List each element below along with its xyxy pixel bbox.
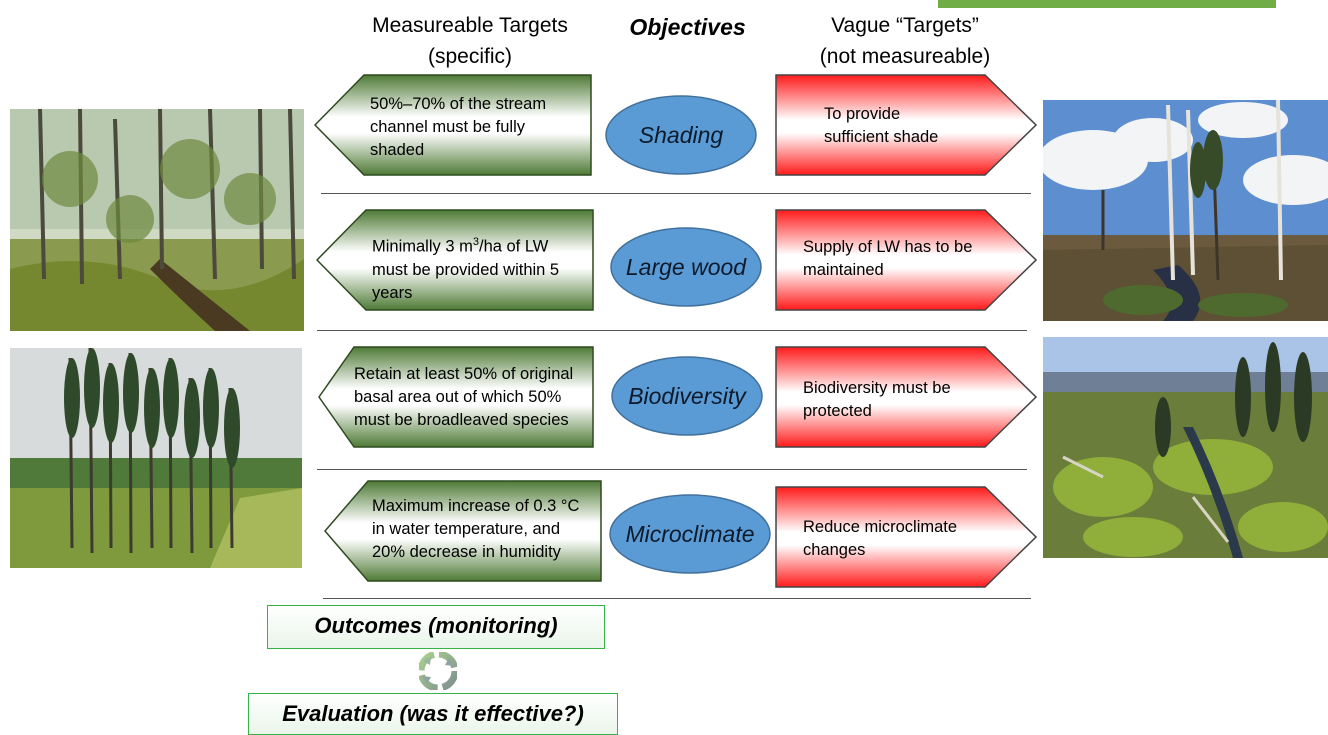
cycle-arrows-icon — [417, 650, 459, 692]
measurable-header-line2: (specific) — [427, 45, 512, 68]
shading-measurable-line2: channel must be fully — [370, 118, 526, 136]
objective-microclimate: Microclimate — [608, 493, 772, 575]
objective-large-wood-label: Large wood — [625, 253, 747, 280]
objective-large-wood: Large wood — [609, 226, 763, 308]
large-wood-measurable-line2: must be provided within 5 — [372, 260, 560, 279]
objectives-header: Objectives — [629, 14, 746, 40]
objective-biodiversity: Biodiversity — [610, 355, 764, 437]
row-divider — [321, 193, 1031, 194]
forest-photo-top-left — [10, 109, 304, 331]
top-accent-bar — [938, 0, 1276, 8]
microclimate-measurable-line2: in water temperature, and — [372, 520, 561, 538]
vague-target-large-wood: Supply of LW has to be maintained — [775, 209, 1037, 311]
biodiversity-measurable-line2: basal area out of which 50% — [354, 388, 562, 406]
forest-photo-top-right — [1043, 100, 1328, 321]
objective-shading-label: Shading — [638, 121, 724, 148]
outcomes-monitoring-box: Outcomes (monitoring) — [267, 605, 605, 649]
row-divider — [323, 598, 1031, 599]
row-divider — [317, 330, 1027, 331]
objective-biodiversity-label: Biodiversity — [628, 382, 746, 409]
shading-vague-line2: sufficient shade — [824, 128, 939, 146]
vague-target-microclimate: Reduce microclimate changes — [775, 486, 1037, 588]
vague-targets-header: Vague “Targets” (not measureable) — [775, 10, 1035, 72]
vague-target-biodiversity: Biodiversity must be protected — [775, 346, 1037, 448]
measurable-header-line1: Measureable Targets — [372, 14, 568, 37]
vague-header-line2: (not measureable) — [819, 45, 991, 68]
measurable-target-large-wood: Minimally 3 m3/ha of LW must be provided… — [316, 209, 594, 311]
biodiversity-vague-line1: Biodiversity must be — [803, 379, 951, 397]
row-divider — [317, 469, 1027, 470]
microclimate-vague-line2: changes — [803, 541, 866, 559]
forest-photo-bottom-right — [1043, 337, 1328, 558]
shading-vague-line1: To provide — [824, 105, 901, 123]
biodiversity-vague-line2: protected — [803, 402, 872, 420]
evaluation-box: Evaluation (was it effective?) — [248, 693, 618, 735]
vague-header-line1: Vague “Targets” — [831, 14, 979, 37]
vague-target-shading: To provide sufficient shade — [775, 74, 1037, 176]
forest-photo-bottom-left — [10, 348, 302, 568]
biodiversity-measurable-line1: Retain at least 50% of original — [354, 365, 574, 383]
measurable-target-biodiversity: Retain at least 50% of original basal ar… — [318, 346, 594, 448]
measurable-target-shading: 50%–70% of the stream channel must be fu… — [314, 74, 592, 176]
microclimate-measurable-line1: Maximum increase of 0.3 °C — [372, 497, 580, 515]
large-wood-vague-line2: maintained — [803, 261, 884, 279]
objective-microclimate-label: Microclimate — [625, 520, 755, 547]
measurable-target-microclimate: Maximum increase of 0.3 °C in water temp… — [324, 480, 602, 582]
measurable-targets-header: Measureable Targets (specific) — [330, 10, 610, 72]
shading-measurable-line3: shaded — [370, 141, 425, 159]
large-wood-measurable-line1: Minimally 3 m3/ha of LW — [372, 236, 549, 256]
objective-shading: Shading — [604, 94, 758, 176]
biodiversity-measurable-line3: must be broadleaved species — [354, 411, 569, 429]
microclimate-measurable-line3: 20% decrease in humidity — [372, 543, 561, 561]
large-wood-vague-line1: Supply of LW has to be — [803, 238, 973, 256]
large-wood-measurable-line3: years — [372, 283, 413, 302]
shading-measurable-line1: 50%–70% of the stream — [370, 95, 547, 113]
microclimate-vague-line1: Reduce microclimate — [803, 518, 958, 536]
